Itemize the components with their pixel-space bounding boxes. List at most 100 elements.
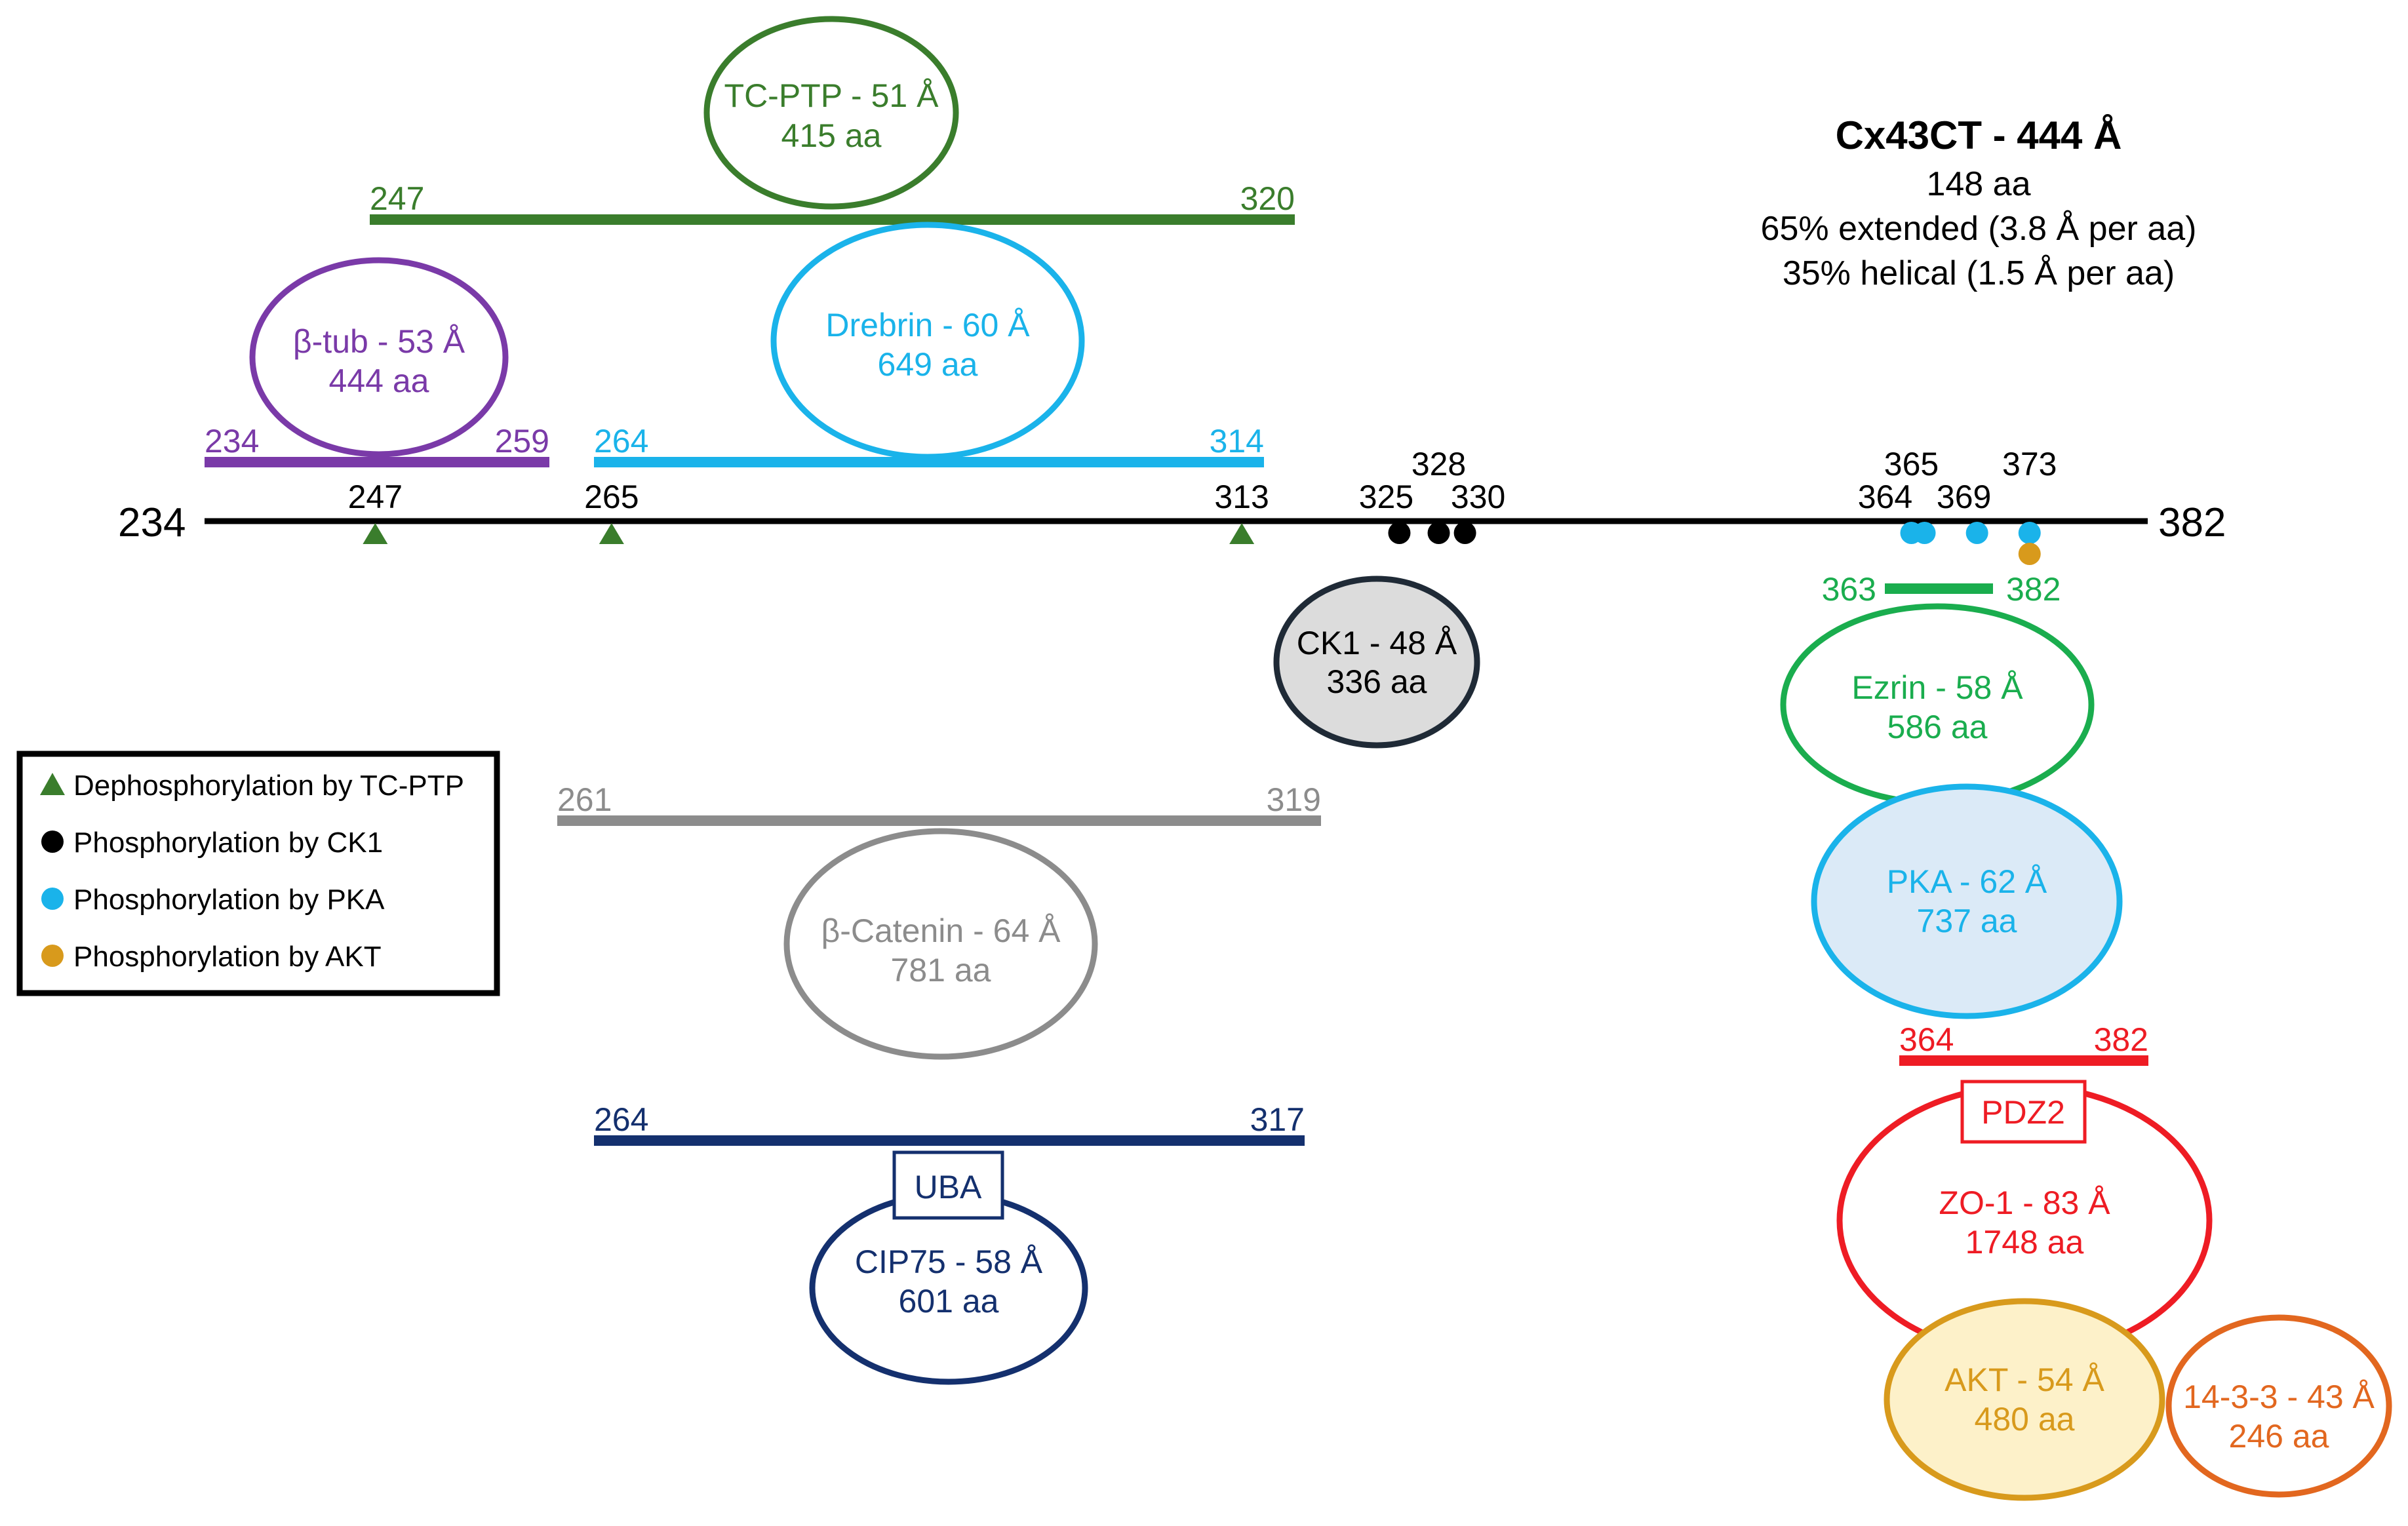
pka-phosphorylation-marker [2018,522,2041,544]
cip75-size: 601 aa [899,1283,999,1320]
btub-group: 234 259 β-tub - 53 Å 444 aa [205,257,549,467]
drebrin-group: 264 314 Drebrin - 60 Å 649 aa [594,222,1264,467]
catenin-size: 781 aa [891,952,991,988]
pka-phosphorylation-marker [1965,522,1988,544]
fourteen-ellipse [2165,1314,2392,1498]
catenin-region-start: 261 [557,781,612,818]
catenin-ellipse [783,828,1098,1060]
pka-ellipse [1811,783,2123,1019]
ezrin-region-end: 382 [2006,571,2061,608]
catenin-group: 261 319 β-Catenin - 64 Å 781 aa [557,781,1321,1060]
residue-label-365: 365 [1884,446,1939,482]
uba-domain-label: UBA [915,1169,982,1205]
akt-size: 480 aa [1975,1401,2075,1438]
legend-item-label: Dephosphorylation by TC-PTP [73,770,464,802]
btub-region-end: 259 [495,423,549,460]
catenin-region-end: 319 [1267,781,1321,818]
tcptp-region-start: 247 [370,180,424,217]
dephosphorylation-marker [599,523,624,544]
fourteen-group: 14-3-3 - 43 Å 246 aa [2165,1314,2392,1498]
ezrin-group: 363 382 Ezrin - 58 Å 586 aa [1780,571,2095,806]
pka-name: PKA - 62 Å [1887,863,2047,900]
pka-size: 737 aa [1917,903,2017,939]
ck1-size: 336 aa [1327,663,1427,700]
zo1-size: 1748 aa [1965,1224,2084,1261]
residue-label-247: 247 [348,479,403,515]
axis-markers [363,522,2041,565]
residue-label-265: 265 [584,479,639,515]
ck1-ellipse [1273,576,1480,749]
akt-ellipse [1884,1298,2165,1501]
ck1-phosphorylation-marker [1427,522,1450,544]
residue-label-313: 313 [1214,479,1269,515]
dephosphorylation-marker [1229,523,1255,544]
cip75-group: 264 317 UBA CIP75 - 58 Å 601 aa [594,1101,1305,1385]
residue-label-328: 328 [1411,446,1466,482]
zo1-region-end: 382 [2094,1021,2148,1058]
akt-phosphorylation-marker [2018,543,2041,565]
pka-group: PKA - 62 Å 737 aa [1811,783,2123,1019]
drebrin-size: 649 aa [878,346,978,383]
legend-item-label: Phosphorylation by PKA [73,884,385,916]
ck1-name: CK1 - 48 Å [1297,625,1457,661]
legend: Dephosphorylation by TC-PTP Phosphorylati… [16,751,500,996]
uba-domain-box [892,1150,1004,1220]
btub-name: β-tub - 53 Å [293,323,465,360]
btub-region-start: 234 [205,423,259,460]
akt-name: AKT - 54 Å [1944,1361,2104,1398]
tcptp-ellipse [703,16,959,210]
title-line-3: 35% helical (1.5 Å per aa) [1783,254,2175,292]
pka-phosphorylation-marker [1913,522,1936,544]
ck1-phosphorylation-marker [1388,522,1411,544]
ezrin-name: Ezrin - 58 Å [1851,669,2023,706]
title-block: Cx43CT - 444 Å 148 aa 65% extended (3.8 … [1761,113,2197,292]
ezrin-region-start: 363 [1822,571,1876,608]
zo1-region-start: 364 [1899,1021,1954,1058]
title-line-2: 65% extended (3.8 Å per aa) [1761,210,2197,248]
ck1-phosphorylation-marker [1453,522,1476,544]
tcptp-group: 247 320 TC-PTP - 51 Å 415 aa [370,16,1295,225]
pdz2-domain-box [1960,1080,2087,1144]
ck1-group: CK1 - 48 Å 336 aa [1273,576,1480,749]
akt-group: AKT - 54 Å 480 aa [1884,1298,2165,1501]
axis-start-label: 234 [118,500,186,545]
legend-box [16,751,500,996]
drebrin-region-end: 314 [1210,423,1264,460]
btub-size: 444 aa [329,362,429,399]
legend-items: Dephosphorylation by TC-PTP Phosphorylati… [40,770,464,973]
title-main: Cx43CT - 444 Å [1836,113,2122,157]
residue-label-373: 373 [2002,446,2057,482]
tcptp-region-end: 320 [1240,180,1295,217]
residue-label-364: 364 [1858,479,1912,515]
fourteen-name: 14-3-3 - 43 Å [2183,1379,2375,1415]
fourteen-size: 246 aa [2229,1418,2329,1455]
legend-dot-icon [41,945,64,967]
tcptp-name: TC-PTP - 51 Å [724,77,939,114]
dephosphorylation-marker [363,523,388,544]
tcptp-size: 415 aa [781,117,882,154]
zo1-name: ZO-1 - 83 Å [1939,1184,2110,1221]
legend-item-label: Phosphorylation by AKT [73,941,382,973]
legend-dot-icon [41,831,64,853]
drebrin-region-start: 264 [594,423,648,460]
residue-label-369: 369 [1937,479,1991,515]
legend-triangle-icon [40,773,65,795]
catenin-name: β-Catenin - 64 Å [821,912,1061,949]
title-line-1: 148 aa [1926,165,2030,203]
btub-ellipse [249,257,509,458]
cip75-region-start: 264 [594,1101,648,1138]
ezrin-size: 586 aa [1887,709,1988,745]
zo1-group: 364 382 PDZ2 ZO-1 - 83 Å 1748 aa [1836,1021,2213,1358]
drebrin-name: Drebrin - 60 Å [825,307,1030,343]
residue-label-325: 325 [1359,479,1413,515]
cip75-region-end: 317 [1250,1101,1305,1138]
cip75-name: CIP75 - 58 Å [855,1243,1043,1280]
axis-end-label: 382 [2158,500,2226,545]
residue-label-330: 330 [1451,479,1505,515]
pdz2-domain-label: PDZ2 [1981,1094,2065,1131]
legend-dot-icon [41,888,64,910]
legend-item-label: Phosphorylation by CK1 [73,827,383,859]
